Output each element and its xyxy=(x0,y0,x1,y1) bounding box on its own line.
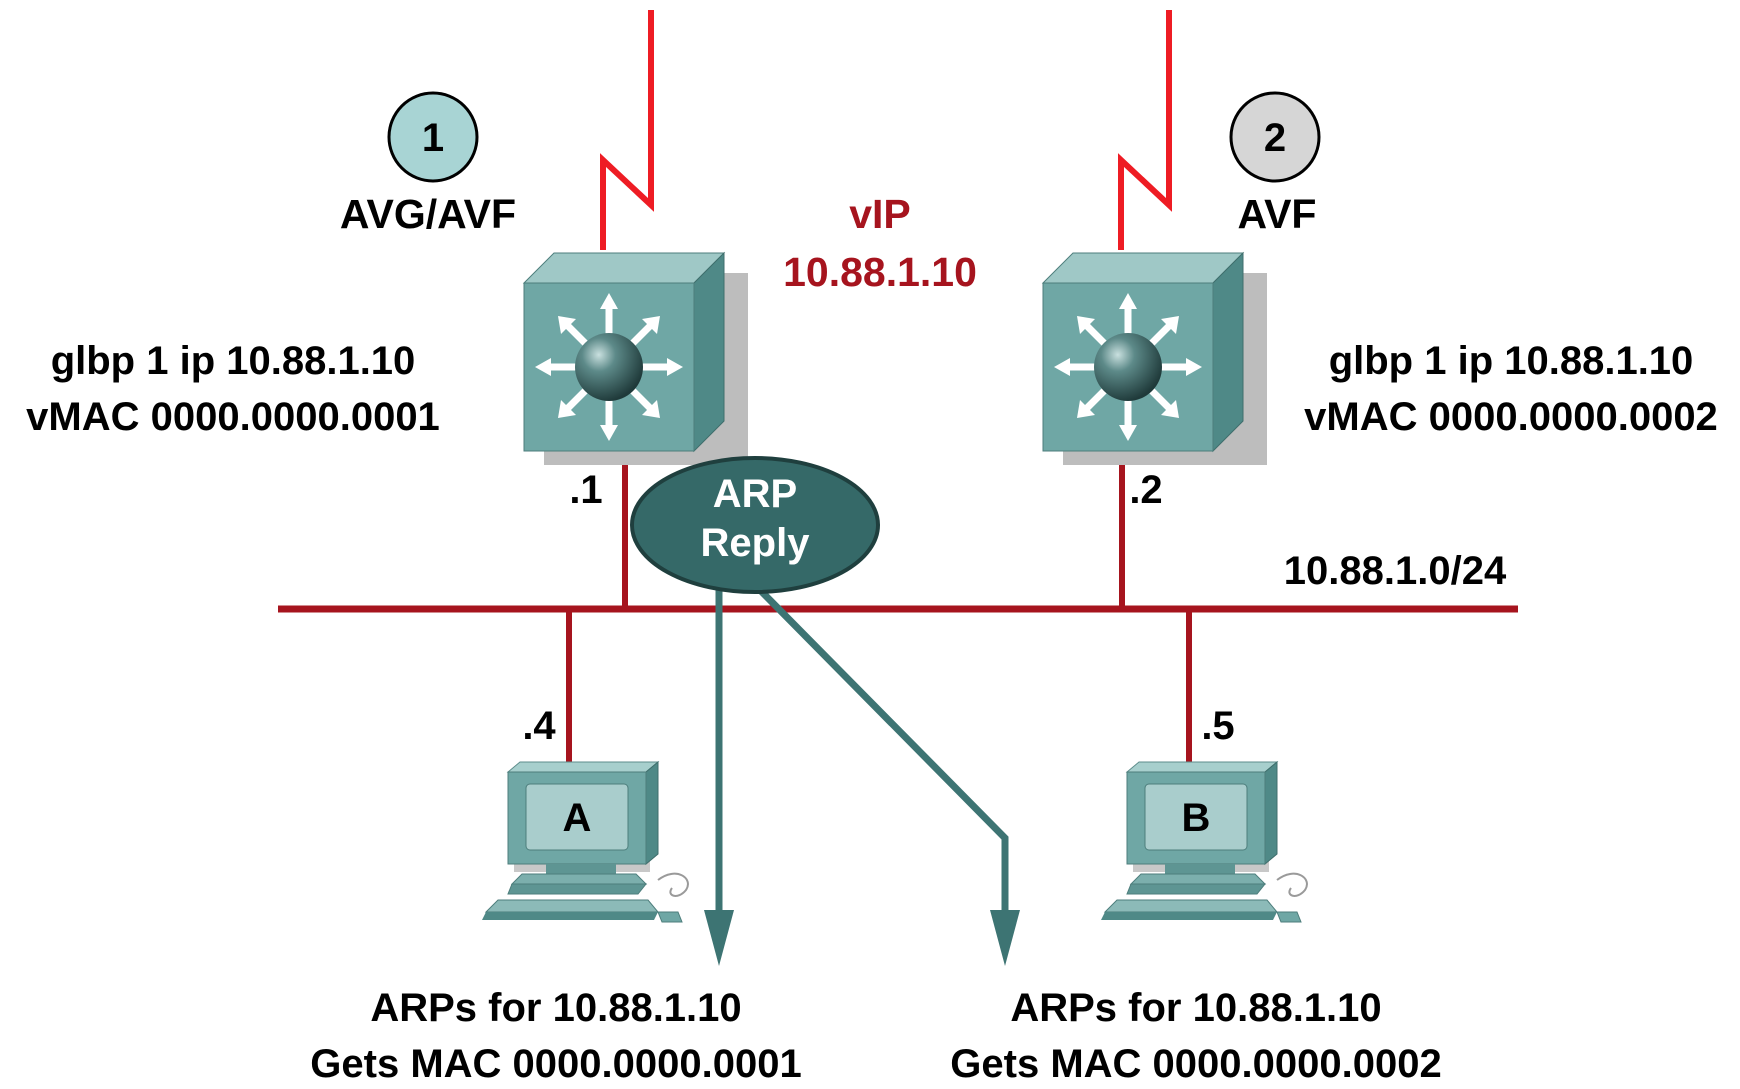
arp-arrow-to-b xyxy=(757,587,1009,915)
host-b-name: B xyxy=(1182,796,1211,840)
router-2-config-line1: glbp 1 ip 10.88.1.10 xyxy=(1329,339,1694,383)
vip-address: 10.88.1.10 xyxy=(783,249,977,295)
router-1-number: 1 xyxy=(422,116,444,160)
router-1-config-line1: glbp 1 ip 10.88.1.10 xyxy=(51,339,416,383)
router-1-role: AVG/AVF xyxy=(340,191,516,237)
arp-reply-line1: ARP xyxy=(713,472,797,516)
router-2-badge xyxy=(1229,91,1321,183)
router-2-number: 2 xyxy=(1264,116,1286,160)
router-2-role: AVF xyxy=(1238,191,1317,237)
router-2-config-line2: vMAC 0000.0000.0002 xyxy=(1304,395,1718,439)
router-1-switch-icon xyxy=(524,253,748,465)
subnet-label: 10.88.1.0/24 xyxy=(1284,549,1507,593)
router-2-switch-icon xyxy=(1043,253,1267,465)
host-a-result-line1: ARPs for 10.88.1.10 xyxy=(370,986,741,1030)
wan-link-router-2 xyxy=(1118,10,1172,250)
host-b-result-line1: ARPs for 10.88.1.10 xyxy=(1010,986,1381,1030)
host-b-result-line2: Gets MAC 0000.0000.0002 xyxy=(950,1042,1441,1086)
vip-label: vIP xyxy=(849,191,911,237)
router-1-interface: .1 xyxy=(569,468,602,512)
arp-reply-bubble xyxy=(630,456,880,594)
router-1-badge xyxy=(387,91,479,183)
host-a-result-line2: Gets MAC 0000.0000.0001 xyxy=(310,1042,801,1086)
arp-arrowhead-to-b xyxy=(990,910,1020,966)
host-a-pc-icon xyxy=(481,761,689,923)
host-b-interface: .5 xyxy=(1201,704,1234,748)
router-2-interface: .2 xyxy=(1129,468,1162,512)
host-a-name: A xyxy=(563,796,592,840)
host-a-interface: .4 xyxy=(522,704,556,748)
host-b-pc-icon xyxy=(1100,761,1308,923)
router-1-config-line2: vMAC 0000.0000.0001 xyxy=(26,395,440,439)
wan-link-router-1 xyxy=(600,10,654,250)
arp-reply-line2: Reply xyxy=(701,521,811,565)
arp-arrowhead-to-a xyxy=(704,910,734,966)
